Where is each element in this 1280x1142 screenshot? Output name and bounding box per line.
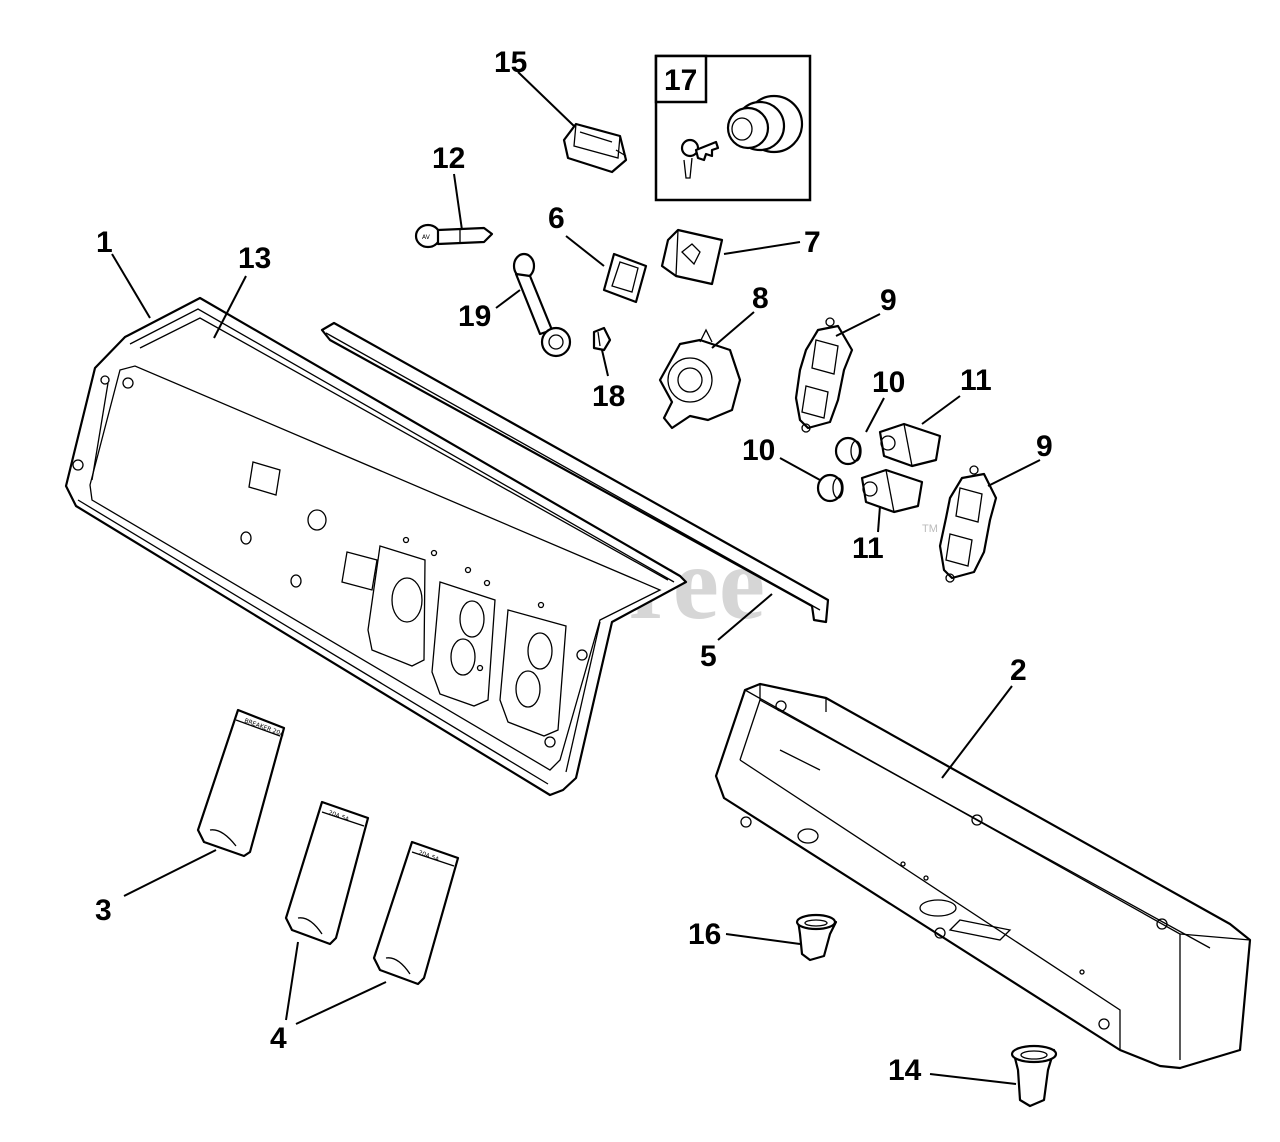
callout-18: 18 <box>592 380 625 413</box>
callout-11a: 11 <box>960 364 992 397</box>
callout-14: 14 <box>888 1054 922 1087</box>
callout-1: 1 <box>96 226 113 259</box>
control-panel-part[interactable] <box>64 296 688 797</box>
callout-7: 7 <box>804 226 821 259</box>
callout-labels: 1 2 3 4 5 6 7 8 9 9 10 10 11 11 12 13 14… <box>95 46 1053 1087</box>
fuse-holder-part[interactable]: AV <box>414 223 494 249</box>
callout-3: 3 <box>95 894 112 927</box>
callout-9a: 9 <box>880 284 897 317</box>
callout-19: 19 <box>458 300 491 333</box>
leader-lines <box>111 71 1041 1085</box>
callout-15: 15 <box>494 46 527 79</box>
outlet-cover-strap-part[interactable] <box>512 252 572 358</box>
callout-12: 12 <box>432 142 465 175</box>
callout-10a: 10 <box>872 366 905 399</box>
decal-large-part[interactable]: BREAKER 20A <box>196 708 286 858</box>
callout-10b: 10 <box>742 434 775 467</box>
duplex-receptacle-part[interactable] <box>794 317 998 583</box>
callout-17: 17 <box>664 64 697 97</box>
callout-13: 13 <box>238 242 271 275</box>
grommet-small-part[interactable] <box>795 913 838 962</box>
decal-small-part[interactable]: 20A 5A 20A 5A <box>284 800 460 986</box>
switch-cover-part[interactable] <box>602 252 648 304</box>
circuit-breaker-part[interactable] <box>860 422 942 514</box>
hour-meter-part[interactable] <box>562 122 628 174</box>
breaker-cap-part[interactable] <box>816 436 862 503</box>
watermark-trademark: TM <box>922 523 938 535</box>
svg-text:AV: AV <box>422 234 431 241</box>
callout-9b: 9 <box>1036 430 1053 463</box>
rocker-switch-part[interactable] <box>660 228 724 286</box>
gasket-strip-part[interactable] <box>320 321 830 624</box>
key-switch-kit-part[interactable] <box>654 54 812 202</box>
callout-11b: 11 <box>852 532 884 565</box>
callout-2: 2 <box>1010 654 1027 687</box>
callout-6: 6 <box>548 202 565 235</box>
callout-16: 16 <box>688 918 721 951</box>
twist-lock-receptacle-part[interactable] <box>658 328 742 430</box>
grommet-large-part[interactable] <box>1010 1044 1058 1108</box>
decal-part[interactable] <box>139 317 669 581</box>
callout-5: 5 <box>700 640 717 673</box>
callout-4: 4 <box>270 1022 287 1055</box>
callout-8: 8 <box>752 282 769 315</box>
rear-panel-box-part[interactable] <box>714 682 1252 1070</box>
bushing-part[interactable] <box>592 326 612 352</box>
